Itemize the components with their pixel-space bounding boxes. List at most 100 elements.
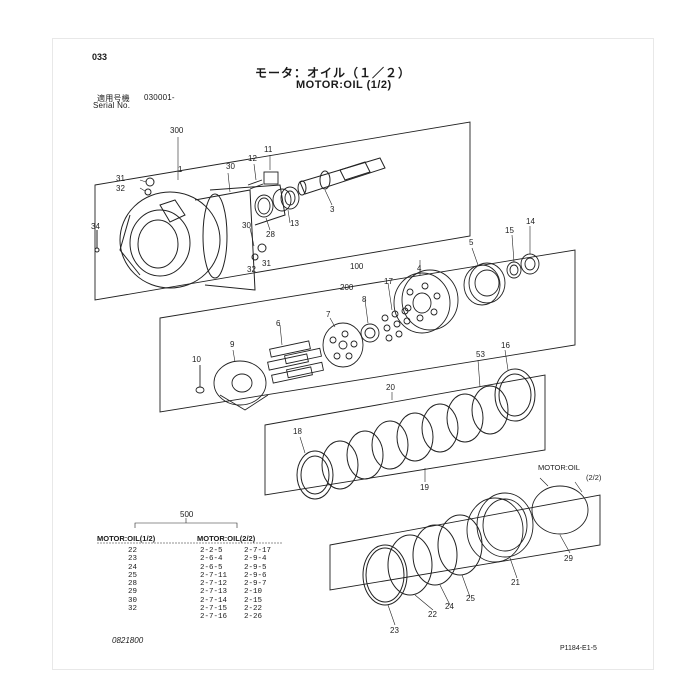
serial-label-jp: 適用号機 [97,94,130,103]
retainer-8 [360,323,380,343]
page-title-jp: モータ：オイル（１／２） [255,66,412,80]
table-cell-col1: 29 [128,588,138,597]
ring-29 [531,485,589,535]
callout: 12 [248,154,257,163]
brake-piston-21 [466,492,534,563]
group-frame-rotor [159,249,576,413]
table-cell-col2b: 2-9-4 [244,555,267,564]
callout-labels: 300 1 31 32 34 30 12 11 28 13 3 30 32 31… [91,126,573,635]
pistons-6 [267,340,324,384]
spring-17 [381,307,411,342]
callout: 9 [230,340,235,349]
callout: 14 [526,217,535,226]
oring-15 [506,261,522,279]
seal-rings [362,514,483,606]
group-frame-plates [264,374,546,496]
table-cell-col2a: 2-7-16 [200,613,228,622]
table-brackets [97,518,283,544]
callout: 17 [384,277,393,286]
page-number: 033 [92,52,108,62]
pin-10 [195,365,205,394]
shaft [297,157,386,196]
table-col1-header: MOTOR:OIL(1/2) [97,534,156,543]
table-cell-col1: 23 [128,555,138,564]
table-cell-col2a: 2-7-11 [200,571,228,580]
table-cell-col2b: 2-22 [244,605,263,614]
table-cell-col1: 25 [128,571,138,580]
table-cell-col2b: 2-26 [244,613,263,622]
table-cell-col2b: 2-15 [244,596,263,605]
callout: 34 [91,222,100,231]
swash-plate-9 [213,360,269,411]
callout: 53 [476,350,485,359]
table-cell-col2a: 2-7-12 [200,580,228,589]
motor-housing [94,177,286,291]
table-cell-col1: 24 [128,563,138,572]
callout: 18 [293,427,302,436]
group-frame-motor [94,121,471,301]
serial-label-en: Serial No. [93,101,131,110]
callout: 32 [116,184,125,193]
callout: 31 [262,259,271,268]
retainer-plate-7 [322,322,364,368]
callout: 4 [417,264,422,273]
valve-plate-5 [463,262,506,306]
document-frame [52,38,654,670]
callout: 100 [350,262,364,271]
leader-lines [96,137,571,626]
table-col2-header: MOTOR:OIL(2/2) [197,534,256,543]
bearing-13 [272,186,300,212]
table-cell-col2b: 2-7-17 [244,547,272,555]
callout: 200 [340,283,354,292]
callout: 5 [469,238,474,247]
callout: 23 [390,626,399,635]
callout: 13 [290,219,299,228]
callout: 10 [192,355,201,364]
callout: 8 [362,295,367,304]
table-group-number: 500 [180,510,194,519]
table-cell-col2a: 2-7-14 [200,596,228,605]
cylinder-block-4 [393,269,459,334]
callout: 31 [116,174,125,183]
callout: 16 [501,341,510,350]
drawing-date: 0821800 [112,636,144,645]
callout: 6 [276,319,281,328]
table-cell-col1: 22 [128,547,138,555]
callout: 25 [466,594,475,603]
table-cell-col1: 28 [128,580,138,589]
friction-plates [296,368,536,500]
table-cell-col2a: 2-6-5 [200,563,223,572]
table-cell-col1: 32 [128,605,138,614]
callout: 30 [242,221,251,230]
table-cell-col2a: 2-2-5 [200,547,223,555]
table-cell-col2b: 2-9-6 [244,571,267,580]
table-cell-col2a: 2-6-4 [200,555,223,564]
callout: 20 [386,383,395,392]
callout: 15 [505,226,514,235]
table-cell-col2b: 2-10 [244,588,263,597]
table-cell-col2b: 2-9-5 [244,563,267,572]
callout: 29 [564,554,573,563]
crossref-line2: (2/2) [586,473,602,482]
crossref-line1: MOTOR:OIL [538,463,580,472]
plug-11 [263,171,279,185]
table-cell-col2a: 2-7-15 [200,605,228,614]
callout: 30 [226,162,235,171]
callout: 11 [264,145,273,154]
callout: 1 [178,165,183,174]
table-cell-col2a: 2-7-13 [200,588,228,597]
callout: 22 [428,610,437,619]
pin-12 [247,179,264,190]
table-cell-col2b: 2-9-7 [244,580,267,589]
drawing-code: P1184-E1-5 [560,645,597,652]
group-frame-seals [329,494,601,591]
callout: 300 [170,126,184,135]
callout: 24 [445,602,454,611]
callout: 19 [420,483,429,492]
page-title-en: MOTOR:OIL (1/2) [296,79,392,91]
callout: 28 [266,230,275,239]
